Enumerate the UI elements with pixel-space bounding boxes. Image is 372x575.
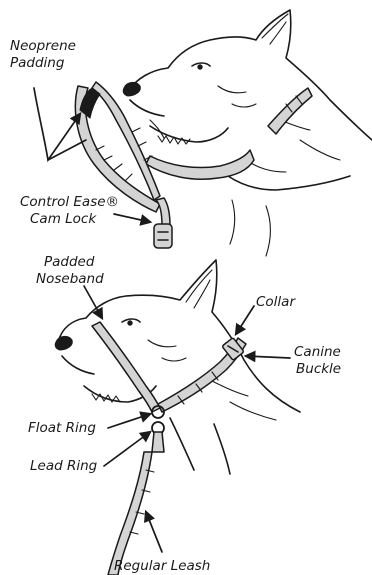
- arrow-noseband: [84, 286, 102, 318]
- label-buckle-line2: Buckle: [296, 361, 341, 377]
- arrow-regular-leash: [146, 512, 162, 552]
- bottom-dog-nose: [55, 336, 72, 350]
- top-dog-illustration: [75, 10, 372, 256]
- bottom-regular-leash: [108, 452, 152, 575]
- arrow-cam-lock: [114, 214, 150, 222]
- arrow-canine-buckle: [246, 356, 290, 358]
- label-lead-ring: Lead Ring: [30, 458, 98, 474]
- label-cam-lock-line2: Cam Lock: [30, 211, 97, 227]
- top-dog-nose: [123, 82, 140, 96]
- label-canine-line1: Canine: [294, 344, 341, 360]
- label-noseband-line2: Noseband: [36, 271, 104, 287]
- arrow-float-ring: [108, 414, 150, 428]
- bottom-dog-neck: [170, 418, 230, 474]
- label-neoprene-line1: Neoprene: [10, 38, 76, 54]
- bottom-leash-clip: [152, 432, 164, 452]
- top-dog-ear: [262, 14, 288, 44]
- label-control-ease-line1: Control Ease®: [20, 194, 119, 210]
- label-float-ring: Float Ring: [28, 420, 96, 436]
- top-muzzle-loop: [146, 150, 254, 179]
- top-neck-strap: [268, 88, 312, 134]
- label-neoprene-line2: Padding: [10, 55, 65, 71]
- label-regular-leash: Regular Leash: [114, 558, 210, 574]
- arrow-neoprene-1: [34, 88, 80, 160]
- top-dog-muzzle: [130, 100, 228, 142]
- top-dog-neck: [228, 176, 350, 190]
- label-padded-line1: Padded: [44, 254, 95, 270]
- arrow-neoprene-2: [48, 140, 86, 160]
- callout-labels: Neoprene Padding Control Ease® Cam Lock …: [10, 38, 341, 574]
- top-dog-head-outline: [128, 10, 372, 140]
- label-collar: Collar: [256, 294, 296, 310]
- arrow-collar: [236, 306, 254, 334]
